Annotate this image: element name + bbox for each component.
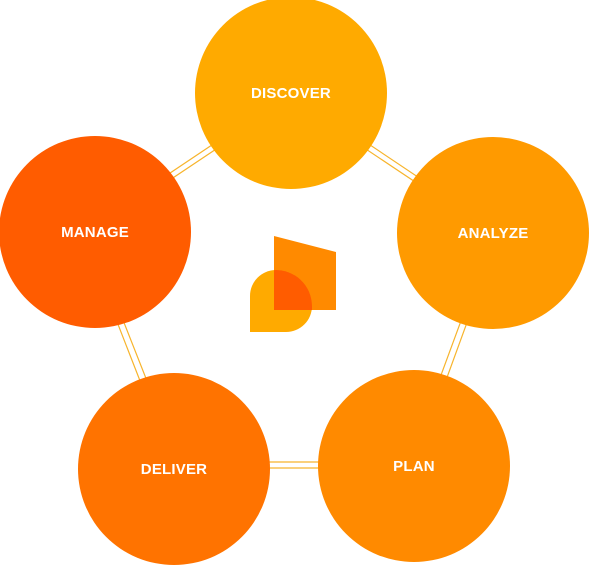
stage-plan: PLAN — [318, 370, 510, 562]
stage-deliver: DELIVER — [78, 373, 270, 565]
stage-analyze-label: ANALYZE — [457, 224, 529, 242]
stage-manage-label: MANAGE — [61, 223, 129, 241]
stage-discover: DISCOVER — [195, 0, 387, 189]
stage-manage: MANAGE — [0, 136, 191, 328]
stage-deliver-label: DELIVER — [140, 460, 208, 478]
stage-discover-label: DISCOVER — [251, 84, 331, 102]
stage-analyze: ANALYZE — [397, 137, 589, 329]
stage-plan-label: PLAN — [393, 457, 435, 475]
center-logo-icon — [250, 236, 336, 332]
logo-overlap-shape — [274, 270, 312, 310]
